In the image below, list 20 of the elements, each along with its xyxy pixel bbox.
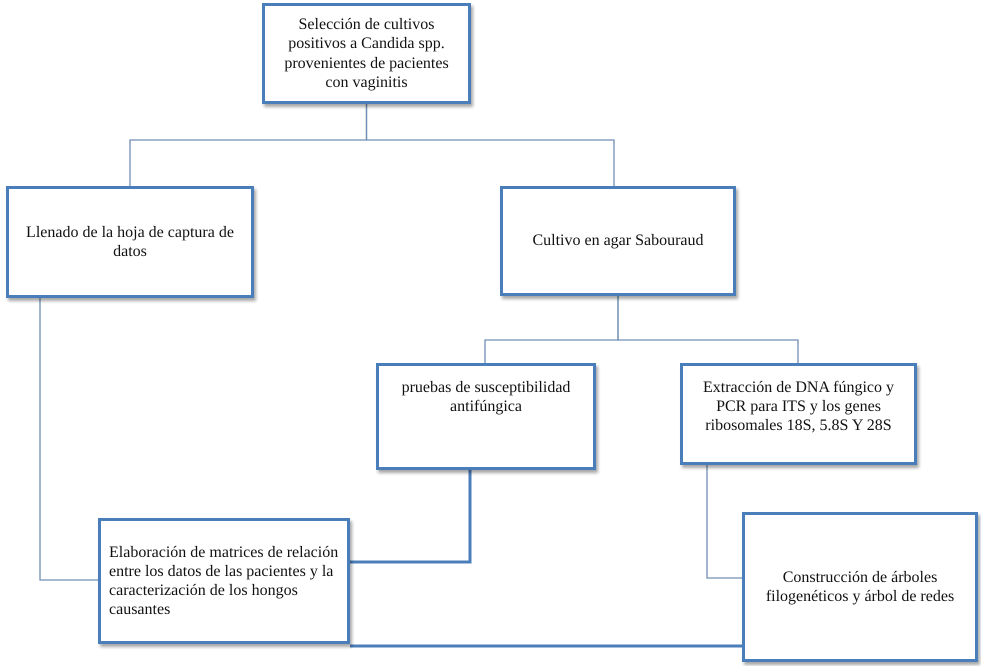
process-box — [6, 186, 254, 298]
process-box — [742, 512, 978, 662]
box-text: Cultivo en agar Sabouraud — [532, 231, 704, 251]
process-box — [376, 363, 596, 470]
box-text: Selección de cultivos positivos a Candida spp. provenientes de pacientes con vaginitis — [283, 15, 450, 92]
process-box — [262, 3, 471, 104]
box-text: Llenado de la hoja de captura de datos — [25, 222, 235, 262]
connector-line — [366, 104, 615, 186]
connector-line — [706, 465, 742, 579]
process-box — [98, 518, 350, 644]
connector-line — [350, 644, 742, 648]
process-box — [500, 186, 736, 296]
box-text: Construcción de árboles filogenéticos y árbol de redes — [764, 568, 956, 606]
connector-line — [617, 296, 799, 363]
box-text: Elaboración de matrices de relación entre los datos de las pacientes y la caracterización de los hongos causantes — [109, 542, 339, 620]
connector-line — [39, 298, 98, 581]
box-text: Extracción de DNA fúngico y PCR para ITS y los genes ribosomales 18S, 5.8S Y 28S — [702, 378, 896, 436]
box-text: pruebas de susceptibilidad antifúngica — [400, 378, 572, 416]
process-box — [680, 363, 917, 465]
connector-line — [350, 470, 472, 564]
